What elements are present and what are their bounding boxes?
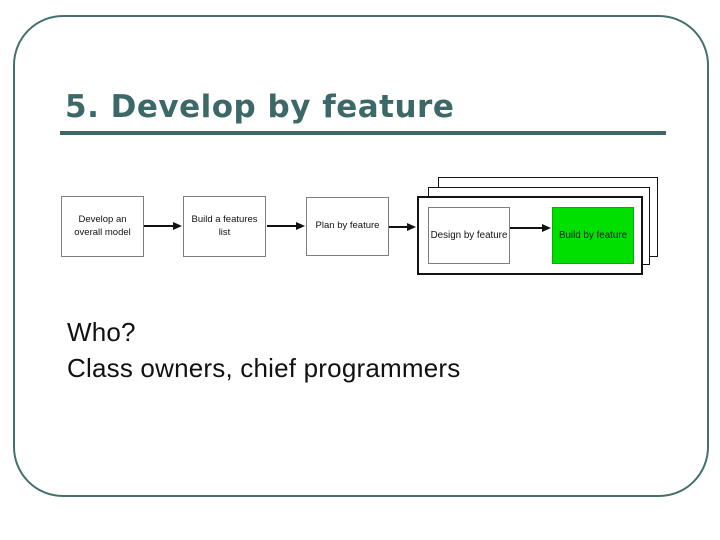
arrow-line (389, 226, 408, 228)
flow-arrow-3 (389, 223, 416, 231)
flow-box-build-by-feature-highlighted: Build by feature (552, 207, 634, 264)
flow-arrow-1 (144, 222, 182, 230)
arrow-line (510, 227, 543, 229)
body-line-answer: Class owners, chief programmers (67, 353, 461, 383)
title-underline (60, 131, 666, 135)
slide-rounded-frame (13, 15, 709, 497)
arrowhead-right-icon (407, 223, 416, 231)
flow-arrow-4 (510, 224, 551, 232)
flow-arrow-2 (267, 222, 305, 230)
arrowhead-right-icon (542, 224, 551, 232)
arrowhead-right-icon (296, 222, 305, 230)
arrow-line (267, 225, 297, 227)
flow-box-plan-by-feature: Plan by feature (306, 197, 389, 256)
body-line-who: Who? (67, 317, 136, 347)
flow-box-build-features-list: Build a features list (183, 196, 266, 257)
page-title: 5. Develop by feature (65, 89, 455, 125)
flow-box-develop-overall-model: Develop an overall model (61, 196, 144, 257)
slide-body-text: Who? Class owners, chief programmers (67, 314, 460, 386)
arrow-line (144, 225, 174, 227)
arrowhead-right-icon (173, 222, 182, 230)
flow-box-design-by-feature: Design by feature (428, 207, 510, 264)
